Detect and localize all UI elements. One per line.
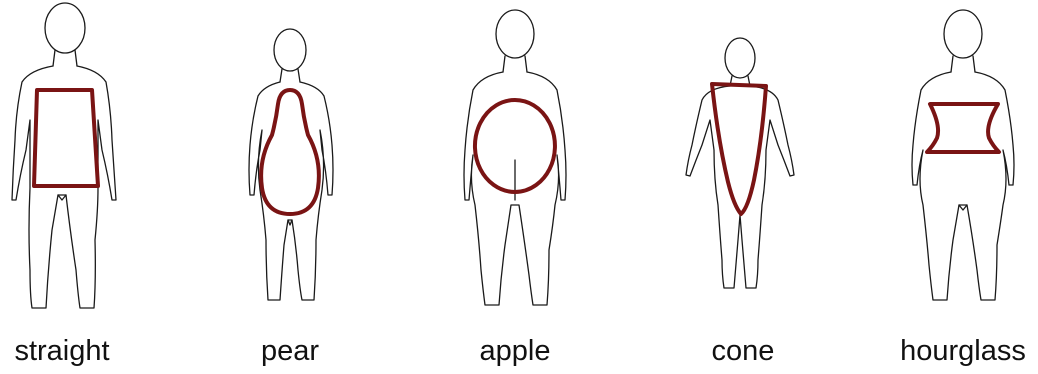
hourglass-body-illustration bbox=[893, 0, 1033, 320]
shape-label-hourglass: hourglass bbox=[873, 334, 1038, 368]
pear-shape-outline bbox=[261, 90, 319, 214]
crotch-line bbox=[288, 220, 292, 225]
body-figure-pear bbox=[220, 0, 360, 320]
straight-shape-rectangle bbox=[34, 90, 98, 186]
crotch-line bbox=[58, 195, 66, 200]
hourglass-shape-outline bbox=[927, 104, 999, 152]
body-figure-hourglass bbox=[893, 0, 1033, 320]
body-figure-straight bbox=[0, 0, 140, 320]
pear-body-illustration bbox=[220, 0, 360, 320]
head-outline bbox=[725, 38, 755, 78]
head-outline bbox=[496, 10, 534, 58]
cone-body-illustration bbox=[670, 0, 810, 320]
apple-body-illustration bbox=[445, 0, 585, 320]
shape-label-cone: cone bbox=[653, 334, 833, 368]
shape-label-apple: apple bbox=[425, 334, 605, 368]
head-outline bbox=[944, 10, 982, 58]
head-outline bbox=[45, 3, 85, 53]
straight-body-illustration bbox=[0, 0, 140, 320]
body-figure-cone bbox=[670, 0, 810, 320]
head-outline bbox=[274, 29, 306, 71]
cone-shape-triangle bbox=[712, 84, 766, 214]
body-silhouette-outline bbox=[686, 86, 794, 288]
body-figure-apple bbox=[445, 0, 585, 320]
shape-label-straight: straight bbox=[0, 334, 152, 368]
shape-label-pear: pear bbox=[200, 334, 380, 368]
crotch-line bbox=[959, 205, 967, 210]
